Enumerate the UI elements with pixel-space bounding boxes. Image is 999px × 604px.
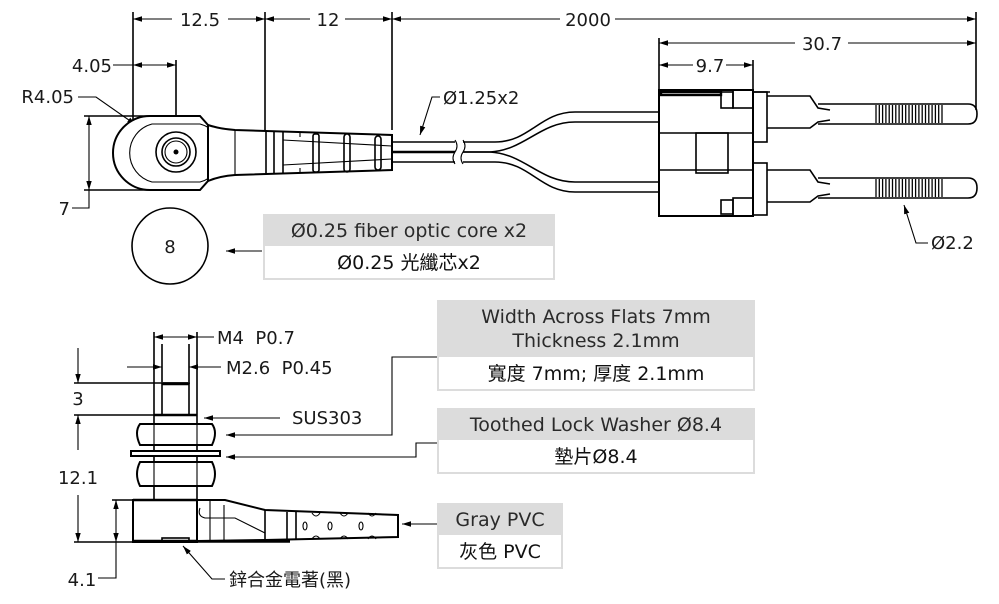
callout-hex-nut-en-line2: Thickness 2.1mm <box>512 330 680 352</box>
dim-pin-diameter: Ø2.2 <box>931 233 974 254</box>
top-view-cable <box>392 96 660 193</box>
callout-hex-nut-zh: 寬度 7mm; 厚度 2.1mm <box>439 357 753 389</box>
dim-thread-major: M4 P0.7 <box>217 328 295 349</box>
cross-section <box>131 207 262 285</box>
callout-fiber-core-en: Ø0.25 fiber optic core x2 <box>265 216 553 246</box>
top-view-boot <box>207 123 393 183</box>
callout-fiber-core: Ø0.25 fiber optic core x2 Ø0.25 光纖芯x2 <box>263 214 555 280</box>
callout-jacket-zh: 灰色 PVC <box>439 535 561 567</box>
callout-jacket-en: Gray PVC <box>439 505 561 535</box>
finish-label: 鋅合金電著(黑) <box>229 570 351 591</box>
callout-hex-nut: Width Across Flats 7mm Thickness 2.1mm 寬… <box>437 300 755 391</box>
pin-knurling <box>875 179 943 197</box>
dimension-labels: 12.5 12 2000 30.7 9.7 4.05 R4.05 7 Ø1.25… <box>21 10 973 591</box>
cross-section-label: 8 <box>164 237 175 258</box>
callout-jacket: Gray PVC 灰色 PVC <box>437 503 563 569</box>
top-view-pins <box>818 103 978 244</box>
callout-hex-nut-en-line1: Width Across Flats 7mm <box>481 306 711 328</box>
dim-head-length: 12.5 <box>180 10 220 31</box>
dim-thread-height: 12.1 <box>58 468 98 489</box>
top-view-plug-housing <box>658 89 831 217</box>
callout-washer: Toothed Lock Washer Ø8.4 墊片Ø8.4 <box>437 408 755 474</box>
top-view-connector-head <box>112 115 223 191</box>
callout-washer-en: Toothed Lock Washer Ø8.4 <box>439 410 753 440</box>
callout-fiber-core-zh: Ø0.25 光纖芯x2 <box>265 246 553 278</box>
material-label: SUS303 <box>292 408 362 429</box>
pin-knurling <box>875 105 943 123</box>
dim-cable-diameter: Ø1.25x2 <box>443 88 519 109</box>
dim-center-offset: 4.05 <box>72 56 112 77</box>
callout-washer-zh: 墊片Ø8.4 <box>439 440 753 472</box>
dim-tip-height: 3 <box>72 389 83 410</box>
dim-cable-length: 2000 <box>565 10 611 31</box>
dim-thread-minor: M2.6 P0.45 <box>226 358 333 379</box>
dim-housing-length: 9.7 <box>696 56 725 77</box>
dim-base-height: 4.1 <box>68 570 97 591</box>
dim-head-height: 7 <box>59 199 70 220</box>
side-view-part <box>130 356 440 580</box>
dim-radius: R4.05 <box>21 87 74 108</box>
dim-boot-length: 12 <box>317 10 340 31</box>
callout-hex-nut-en: Width Across Flats 7mm Thickness 2.1mm <box>439 302 753 357</box>
dim-connector-length: 30.7 <box>802 34 842 55</box>
